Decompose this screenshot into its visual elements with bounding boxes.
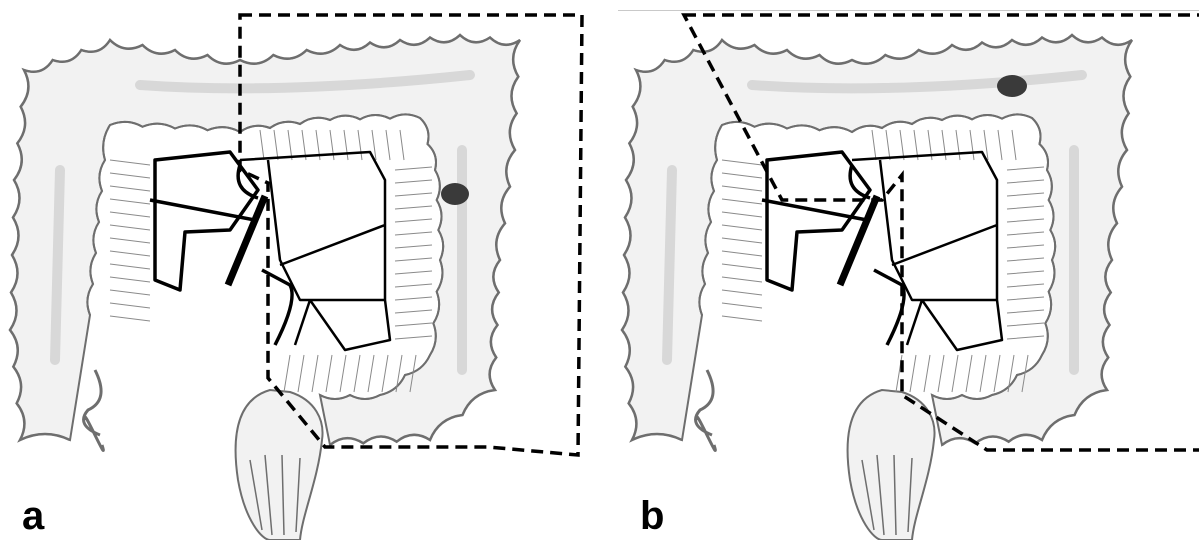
appendix [696, 370, 716, 450]
vessels-left-colic [240, 152, 390, 350]
vessels-right-colic [150, 152, 258, 290]
vessels-left-colic [852, 152, 1002, 350]
colon-diagram-b [600, 0, 1199, 540]
mesentery-lines [110, 130, 432, 392]
panel-b: b [600, 0, 1199, 540]
colon-art-a [10, 15, 582, 540]
appendix [84, 370, 104, 450]
colon-diagram-a [0, 0, 600, 540]
rectum [236, 390, 323, 540]
tumor [997, 75, 1027, 97]
vessel-trunk [850, 165, 904, 345]
panel-label-b: b [640, 496, 664, 536]
panel-a: a [0, 0, 600, 540]
vessel-trunk [238, 165, 292, 345]
panel-label-a: a [22, 496, 44, 536]
colon-art-b [622, 15, 1199, 540]
mesentery-lines [722, 130, 1044, 392]
rectum [848, 390, 935, 540]
vessels-right-colic [762, 152, 870, 290]
tumor [441, 183, 469, 205]
